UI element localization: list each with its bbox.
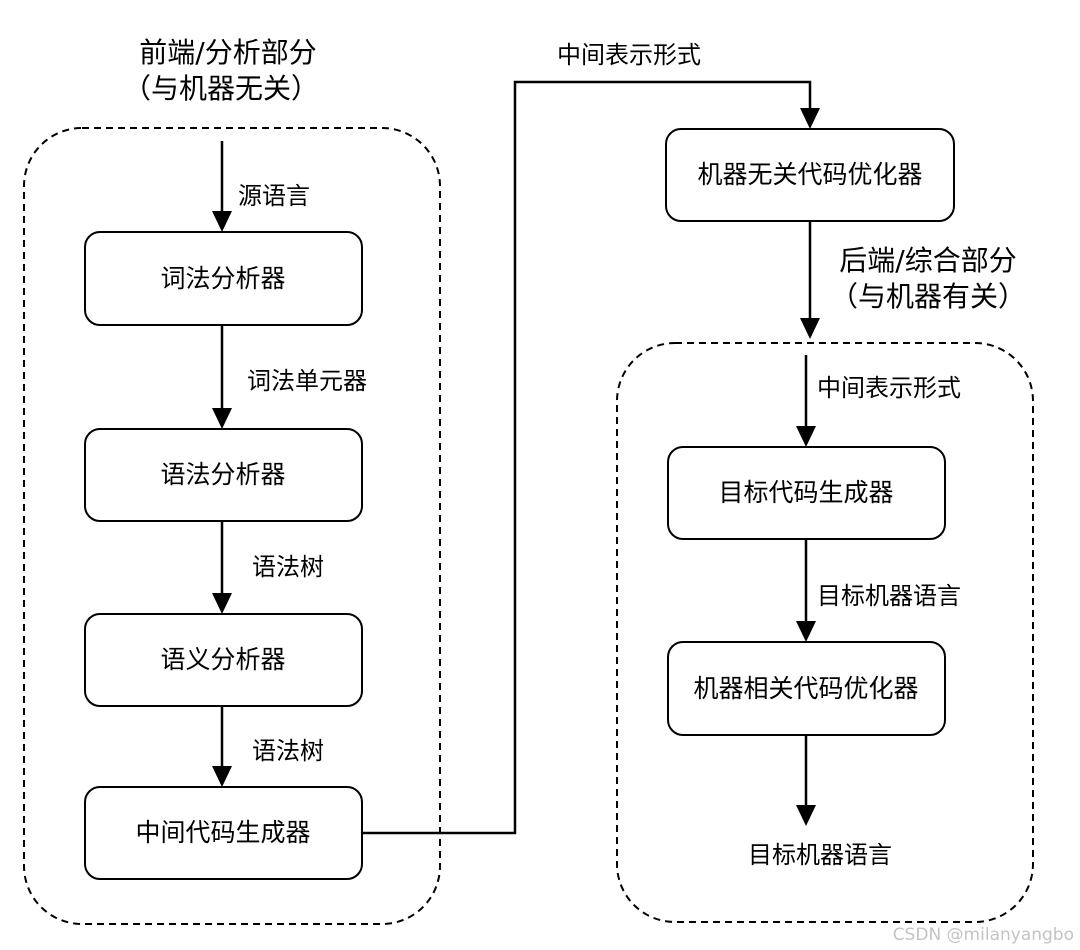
edge-machine-optimizer-to-output [796,735,816,826]
frontend-title-line2: （与机器无关） [123,72,319,105]
edge-codegen-to-machine-optimizer [796,539,816,642]
edge-semantic-to-ir [212,706,232,787]
edge-label-tokens: 词法单元器 [247,367,367,395]
edge-lexer-to-parser [212,325,232,429]
svg-text:词法分析器: 词法分析器 [160,264,285,293]
edge-label-source-language: 源语言 [238,182,310,210]
edge-backend-input-to-codegen [796,355,816,447]
backend-title-line2: （与机器有关） [830,280,1026,313]
output-target-machine-language: 目标机器语言 [748,841,892,869]
edge-optimizer-to-backend [800,221,820,339]
edge-label-backend-intermediate: 中间表示形式 [817,374,961,402]
edge-ir-to-optimizer [362,80,820,835]
node-semantic-analyzer: 语义分析器 [84,613,363,707]
node-ir-generator: 中间代码生成器 [84,786,363,880]
frontend-group-box [23,127,441,925]
edge-label-target-machine-language: 目标机器语言 [817,582,961,610]
svg-text:语义分析器: 语义分析器 [160,645,285,674]
svg-text:机器相关代码优化器: 机器相关代码优化器 [693,674,918,703]
svg-text:中间代码生成器: 中间代码生成器 [135,818,310,847]
svg-text:目标代码生成器: 目标代码生成器 [718,478,893,507]
edge-source-to-lexer [212,141,232,232]
backend-title-line1: 后端/综合部分 [839,244,1016,277]
edge-label-syntax-tree-1: 语法树 [252,553,324,581]
node-target-code-generator: 目标代码生成器 [667,446,946,540]
backend-group-box [616,342,1034,923]
node-machine-independent-optimizer: 机器无关代码优化器 [665,128,955,222]
node-lexer: 词法分析器 [84,231,363,326]
edge-parser-to-semantic [212,521,232,614]
node-machine-dependent-optimizer: 机器相关代码优化器 [667,641,946,736]
svg-text:机器无关代码优化器: 机器无关代码优化器 [697,160,922,189]
node-parser: 语法分析器 [84,428,363,522]
frontend-title-line1: 前端/分析部分 [139,36,316,69]
edge-label-syntax-tree-2: 语法树 [252,737,324,765]
watermark: CSDN @milanyangbo [893,925,1074,945]
edge-label-intermediate-representation: 中间表示形式 [557,41,701,69]
svg-text:语法分析器: 语法分析器 [160,460,285,489]
